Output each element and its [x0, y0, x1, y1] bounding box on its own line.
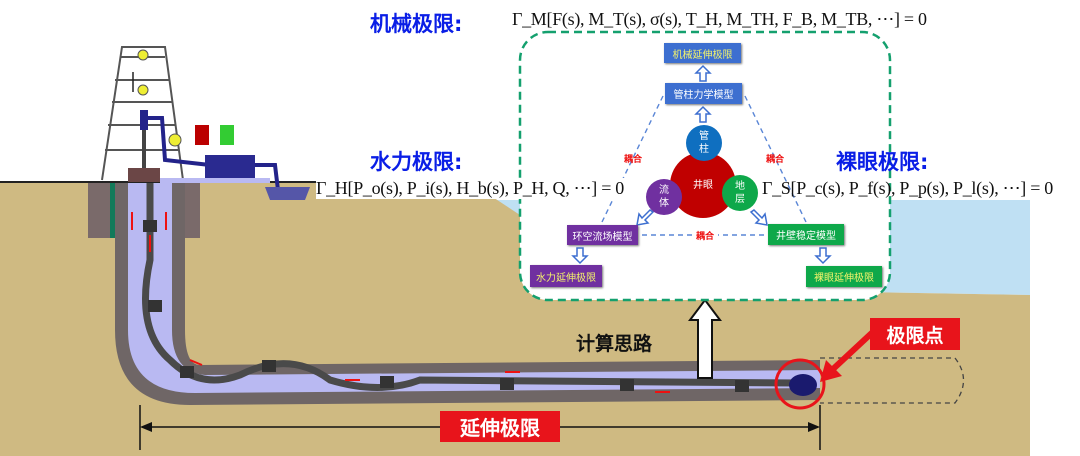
rig-equipment	[128, 49, 310, 200]
hydraulic-limit-title: 水力极限:	[370, 150, 463, 174]
openhole-extension-limit-box: 裸眼延伸极限	[806, 266, 882, 287]
wellbore-stability-model-box: 井壁稳定模型	[768, 224, 844, 245]
string-label: 管柱	[699, 131, 709, 155]
drill-bit	[789, 374, 817, 396]
hydraulic-extension-limit-box: 水力延伸极限	[530, 265, 602, 287]
wellbore-annulus	[128, 183, 820, 393]
calc-arrow-icon	[688, 298, 722, 379]
limit-point-circle	[774, 358, 826, 410]
formation-label: 地层	[735, 181, 745, 205]
planned-extension	[820, 357, 965, 404]
fluid-label: 流体	[659, 185, 669, 209]
mechanical-limit-formula: Γ_M[F(s), M_T(s), σ(s), T_H, M_TH, F_B, …	[512, 9, 927, 29]
fluid-circle: 流体	[646, 179, 682, 215]
dimension-arrowhead-right-icon	[808, 422, 820, 432]
string-circle: 管柱	[686, 125, 722, 161]
coupling-label-bottom: 耦合	[692, 229, 719, 242]
calc-approach-label: 计算思路	[576, 333, 653, 355]
limit-point-arrow-icon	[820, 327, 878, 382]
openhole-limit-title: 裸眼极限:	[836, 150, 929, 174]
hydraulic-limit-formula: Γ_H[P_o(s), P_i(s), H_b(s), P_H, Q, ⋯] =…	[316, 178, 624, 199]
mech-extension-limit-box: 机械延伸极限	[664, 43, 741, 63]
coupling-label-right: 耦合	[766, 155, 785, 165]
extension-limit-label: 延伸极限	[440, 411, 560, 442]
formation-circle: 地层	[722, 175, 758, 211]
annulus-flow-model-box: 环空流场模型	[567, 225, 638, 245]
coupling-label-left: 耦合	[624, 155, 643, 165]
wellbore-label: 井眼	[693, 179, 713, 191]
dimension-arrowhead-left-icon	[140, 422, 152, 432]
tool-joints	[143, 220, 749, 392]
drill-string	[142, 183, 801, 391]
mechanical-limit-title: 机械极限:	[370, 12, 463, 36]
coupling-dashed-lines	[601, 95, 807, 236]
openhole-limit-formula: Γ_S[P_c(s), P_f(s), P_p(s), P_l(s), ⋯] =…	[762, 178, 1053, 198]
hollow-flow-arrows-icon	[571, 64, 832, 265]
string-mechanics-model-box: 管柱力学模型	[665, 83, 742, 104]
limit-point-label: 极限点	[870, 318, 960, 350]
flow-arrows	[131, 212, 670, 393]
